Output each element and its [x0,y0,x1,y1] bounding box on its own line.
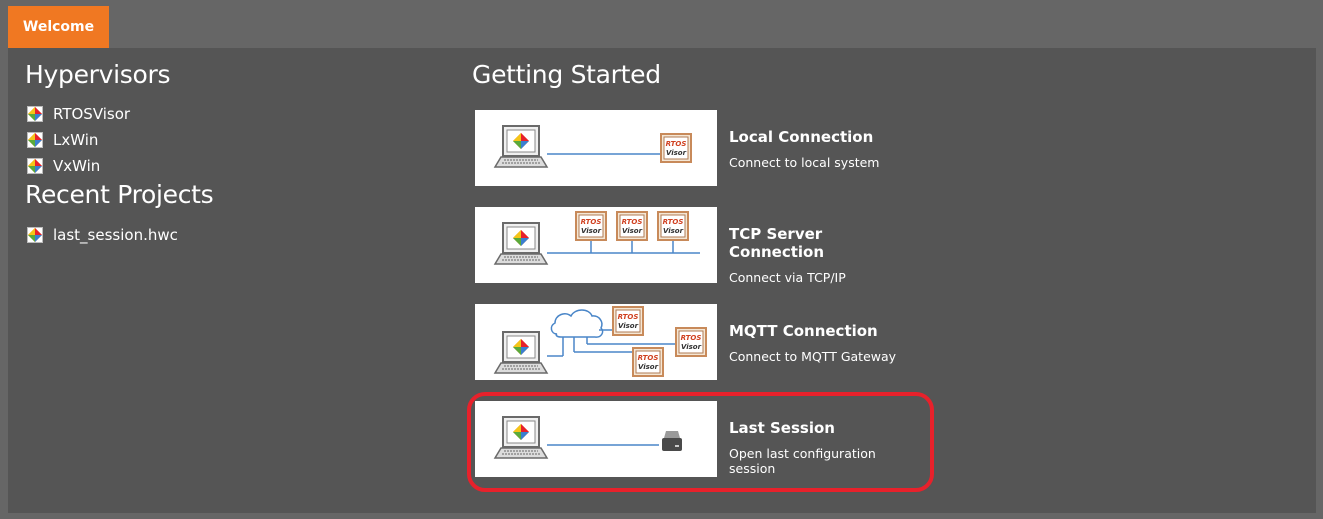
svg-text:Visor: Visor [581,227,602,235]
hypervisors-title: Hypervisors [25,60,171,89]
svg-text:Visor: Visor [618,322,639,330]
vxwin-icon [27,158,43,174]
card-title: TCP Server Connection [729,225,825,261]
svg-text:RTOS: RTOS [622,218,643,226]
svg-text:RTOS: RTOS [663,218,684,226]
tcp-connection-thumbnail: RTOS Visor RTOS Visor RTOS Visor [475,207,717,283]
local-connection-thumbnail: RTOS Visor [475,110,717,186]
card-title: Local Connection [729,128,874,146]
tab-welcome[interactable]: Welcome [8,6,109,48]
svg-text:Visor: Visor [622,227,643,235]
hypervisor-item-lxwin[interactable]: LxWin [27,130,98,150]
box-label-bottom: Visor [666,149,687,157]
laptop-icon [494,222,548,265]
last-session-highlight [467,392,934,492]
project-file-icon [27,227,43,243]
laptop-icon [494,125,548,168]
last-session-thumbnail [475,401,717,477]
card-subtitle: Connect to local system [729,155,880,170]
lxwin-icon [27,132,43,148]
recent-project-item[interactable]: last_session.hwc [27,225,178,245]
hypervisor-item-vxwin[interactable]: VxWin [27,156,100,176]
cloud-icon [550,309,604,338]
rtos-visor-box-icon: RTOS Visor [657,211,689,241]
svg-text:Visor: Visor [663,227,684,235]
svg-text:Visor: Visor [681,343,702,351]
card-subtitle: Connect via TCP/IP [729,270,846,285]
card-subtitle: Connect to MQTT Gateway [729,349,897,364]
svg-text:Visor: Visor [638,363,659,371]
hypervisor-item-label: VxWin [53,157,101,175]
mqtt-connection-card[interactable]: RTOS Visor RTOS Visor RTOS Visor MQTT Co… [475,304,920,380]
recent-project-label: last_session.hwc [53,226,178,244]
mqtt-connection-thumbnail: RTOS Visor RTOS Visor RTOS Visor [475,304,717,380]
box-label-top: RTOS [666,140,687,148]
hypervisor-item-label: LxWin [53,131,99,149]
local-connection-card[interactable]: RTOS Visor Local Connection Connect to l… [475,110,920,186]
tcp-server-connection-card[interactable]: RTOS Visor RTOS Visor RTOS Visor TCP Ser… [475,207,920,285]
hypervisor-item-rtosvisor[interactable]: RTOSVisor [27,104,130,124]
rtos-visor-box-icon: RTOS Visor [675,327,707,357]
last-session-card[interactable]: Last Session Open last configuration ses… [475,401,920,477]
svg-text:RTOS: RTOS [618,313,639,321]
rtos-visor-box-icon: RTOS Visor [632,347,664,377]
rtos-visor-box-icon: RTOS Visor [575,211,607,241]
card-title: Last Session [729,419,835,437]
svg-text:RTOS: RTOS [681,334,702,342]
hypervisor-item-label: RTOSVisor [53,105,131,123]
recent-projects-title: Recent Projects [25,180,214,209]
getting-started-title: Getting Started [472,60,661,89]
rtosvisor-icon [27,106,43,122]
rtos-visor-box-icon: RTOS Visor [616,211,648,241]
card-subtitle: Open last configuration session [729,446,876,476]
rtos-visor-box-icon: RTOS Visor [612,306,644,336]
svg-text:RTOS: RTOS [581,218,602,226]
laptop-icon [494,331,548,374]
rtos-visor-box-icon: RTOS Visor [660,133,692,163]
svg-text:RTOS: RTOS [638,354,659,362]
card-title: MQTT Connection [729,322,878,340]
hard-drive-icon [662,431,682,451]
